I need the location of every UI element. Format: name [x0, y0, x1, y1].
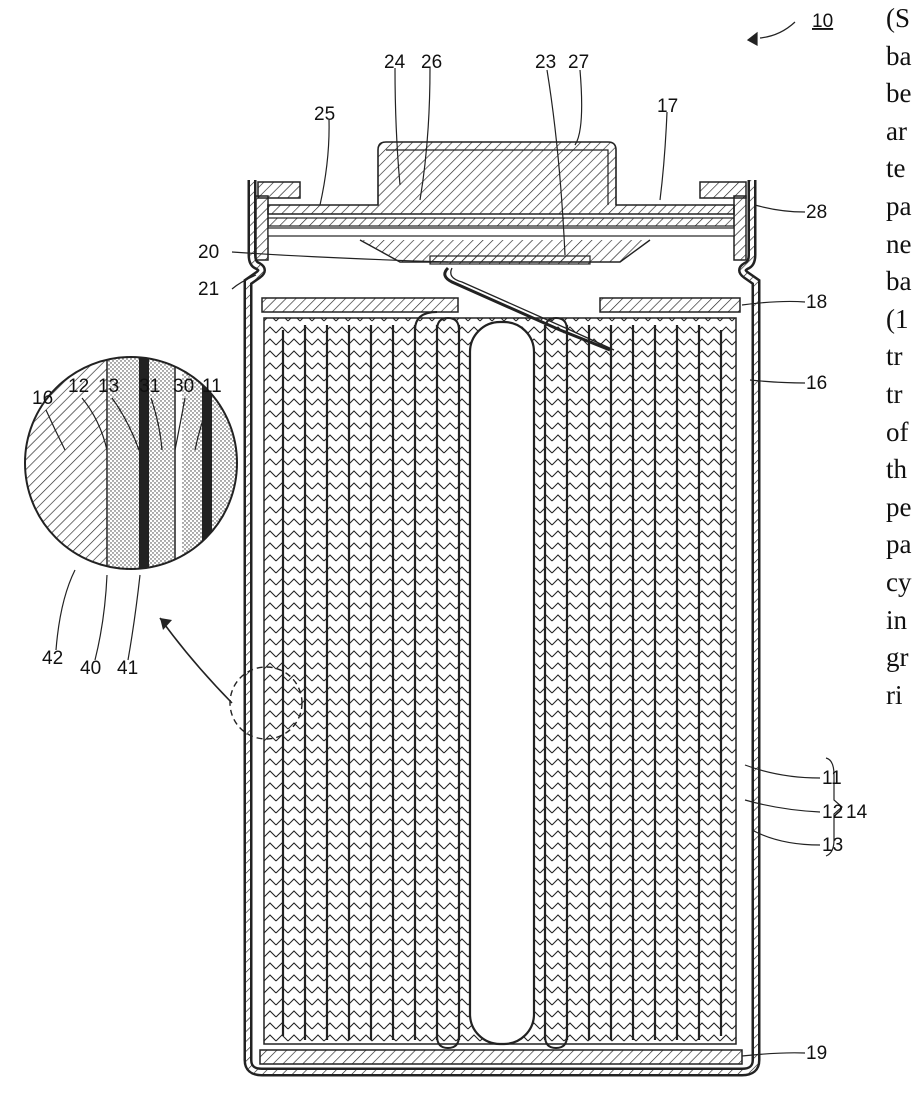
- detail-label-11: 11: [202, 376, 222, 397]
- side-line: ar: [886, 113, 918, 151]
- magnified-detail: [25, 357, 302, 739]
- side-line: pa: [886, 526, 918, 564]
- side-line: gr: [886, 639, 918, 677]
- lower-insulating-plate: [260, 1050, 742, 1064]
- electrode-assembly: [264, 312, 736, 1048]
- label-20: 20: [198, 242, 219, 263]
- detail-label-42: 42: [42, 648, 63, 669]
- side-line: (1: [886, 301, 918, 339]
- detail-label-41: 41: [117, 658, 138, 679]
- label-battery: 10: [812, 11, 833, 32]
- detail-label-16: 16: [32, 388, 53, 409]
- label-28: 28: [806, 202, 827, 223]
- label-26: 26: [421, 52, 442, 73]
- label-18: 18: [806, 292, 827, 313]
- side-line: pe: [886, 489, 918, 527]
- side-line: ba: [886, 263, 918, 301]
- detail-label-30: 30: [173, 376, 194, 397]
- side-line: pa: [886, 188, 918, 226]
- label-16-can: 16: [806, 373, 827, 394]
- label-21: 21: [198, 279, 219, 300]
- label-23: 23: [535, 52, 556, 73]
- label-19: 19: [806, 1043, 827, 1064]
- side-line: tr: [886, 376, 918, 414]
- detail-label-31: 31: [139, 376, 160, 397]
- side-line: ri: [886, 677, 918, 715]
- label-27: 27: [568, 52, 589, 73]
- cropped-side-text: (S ba be ar te pa ne ba (1 tr tr of th p…: [886, 0, 918, 714]
- detail-label-12: 12: [68, 376, 89, 397]
- label-17: 17: [657, 96, 678, 117]
- side-line: te: [886, 150, 918, 188]
- side-line: be: [886, 75, 918, 113]
- side-line: tr: [886, 338, 918, 376]
- side-line: (S: [886, 0, 918, 38]
- side-line: cy: [886, 564, 918, 602]
- label-13: 13: [822, 835, 843, 856]
- label-24: 24: [384, 52, 406, 73]
- side-line: of: [886, 414, 918, 452]
- side-line: ba: [886, 38, 918, 76]
- label-11: 11: [822, 768, 842, 789]
- detail-label-13: 13: [98, 376, 119, 397]
- label-25: 25: [314, 104, 335, 125]
- magnify-arrow: [160, 618, 232, 703]
- label-14: 14: [846, 802, 868, 823]
- side-line: in: [886, 602, 918, 640]
- label-12: 12: [822, 802, 843, 823]
- detail-label-40: 40: [80, 658, 101, 679]
- side-line: ne: [886, 226, 918, 264]
- side-line: th: [886, 451, 918, 489]
